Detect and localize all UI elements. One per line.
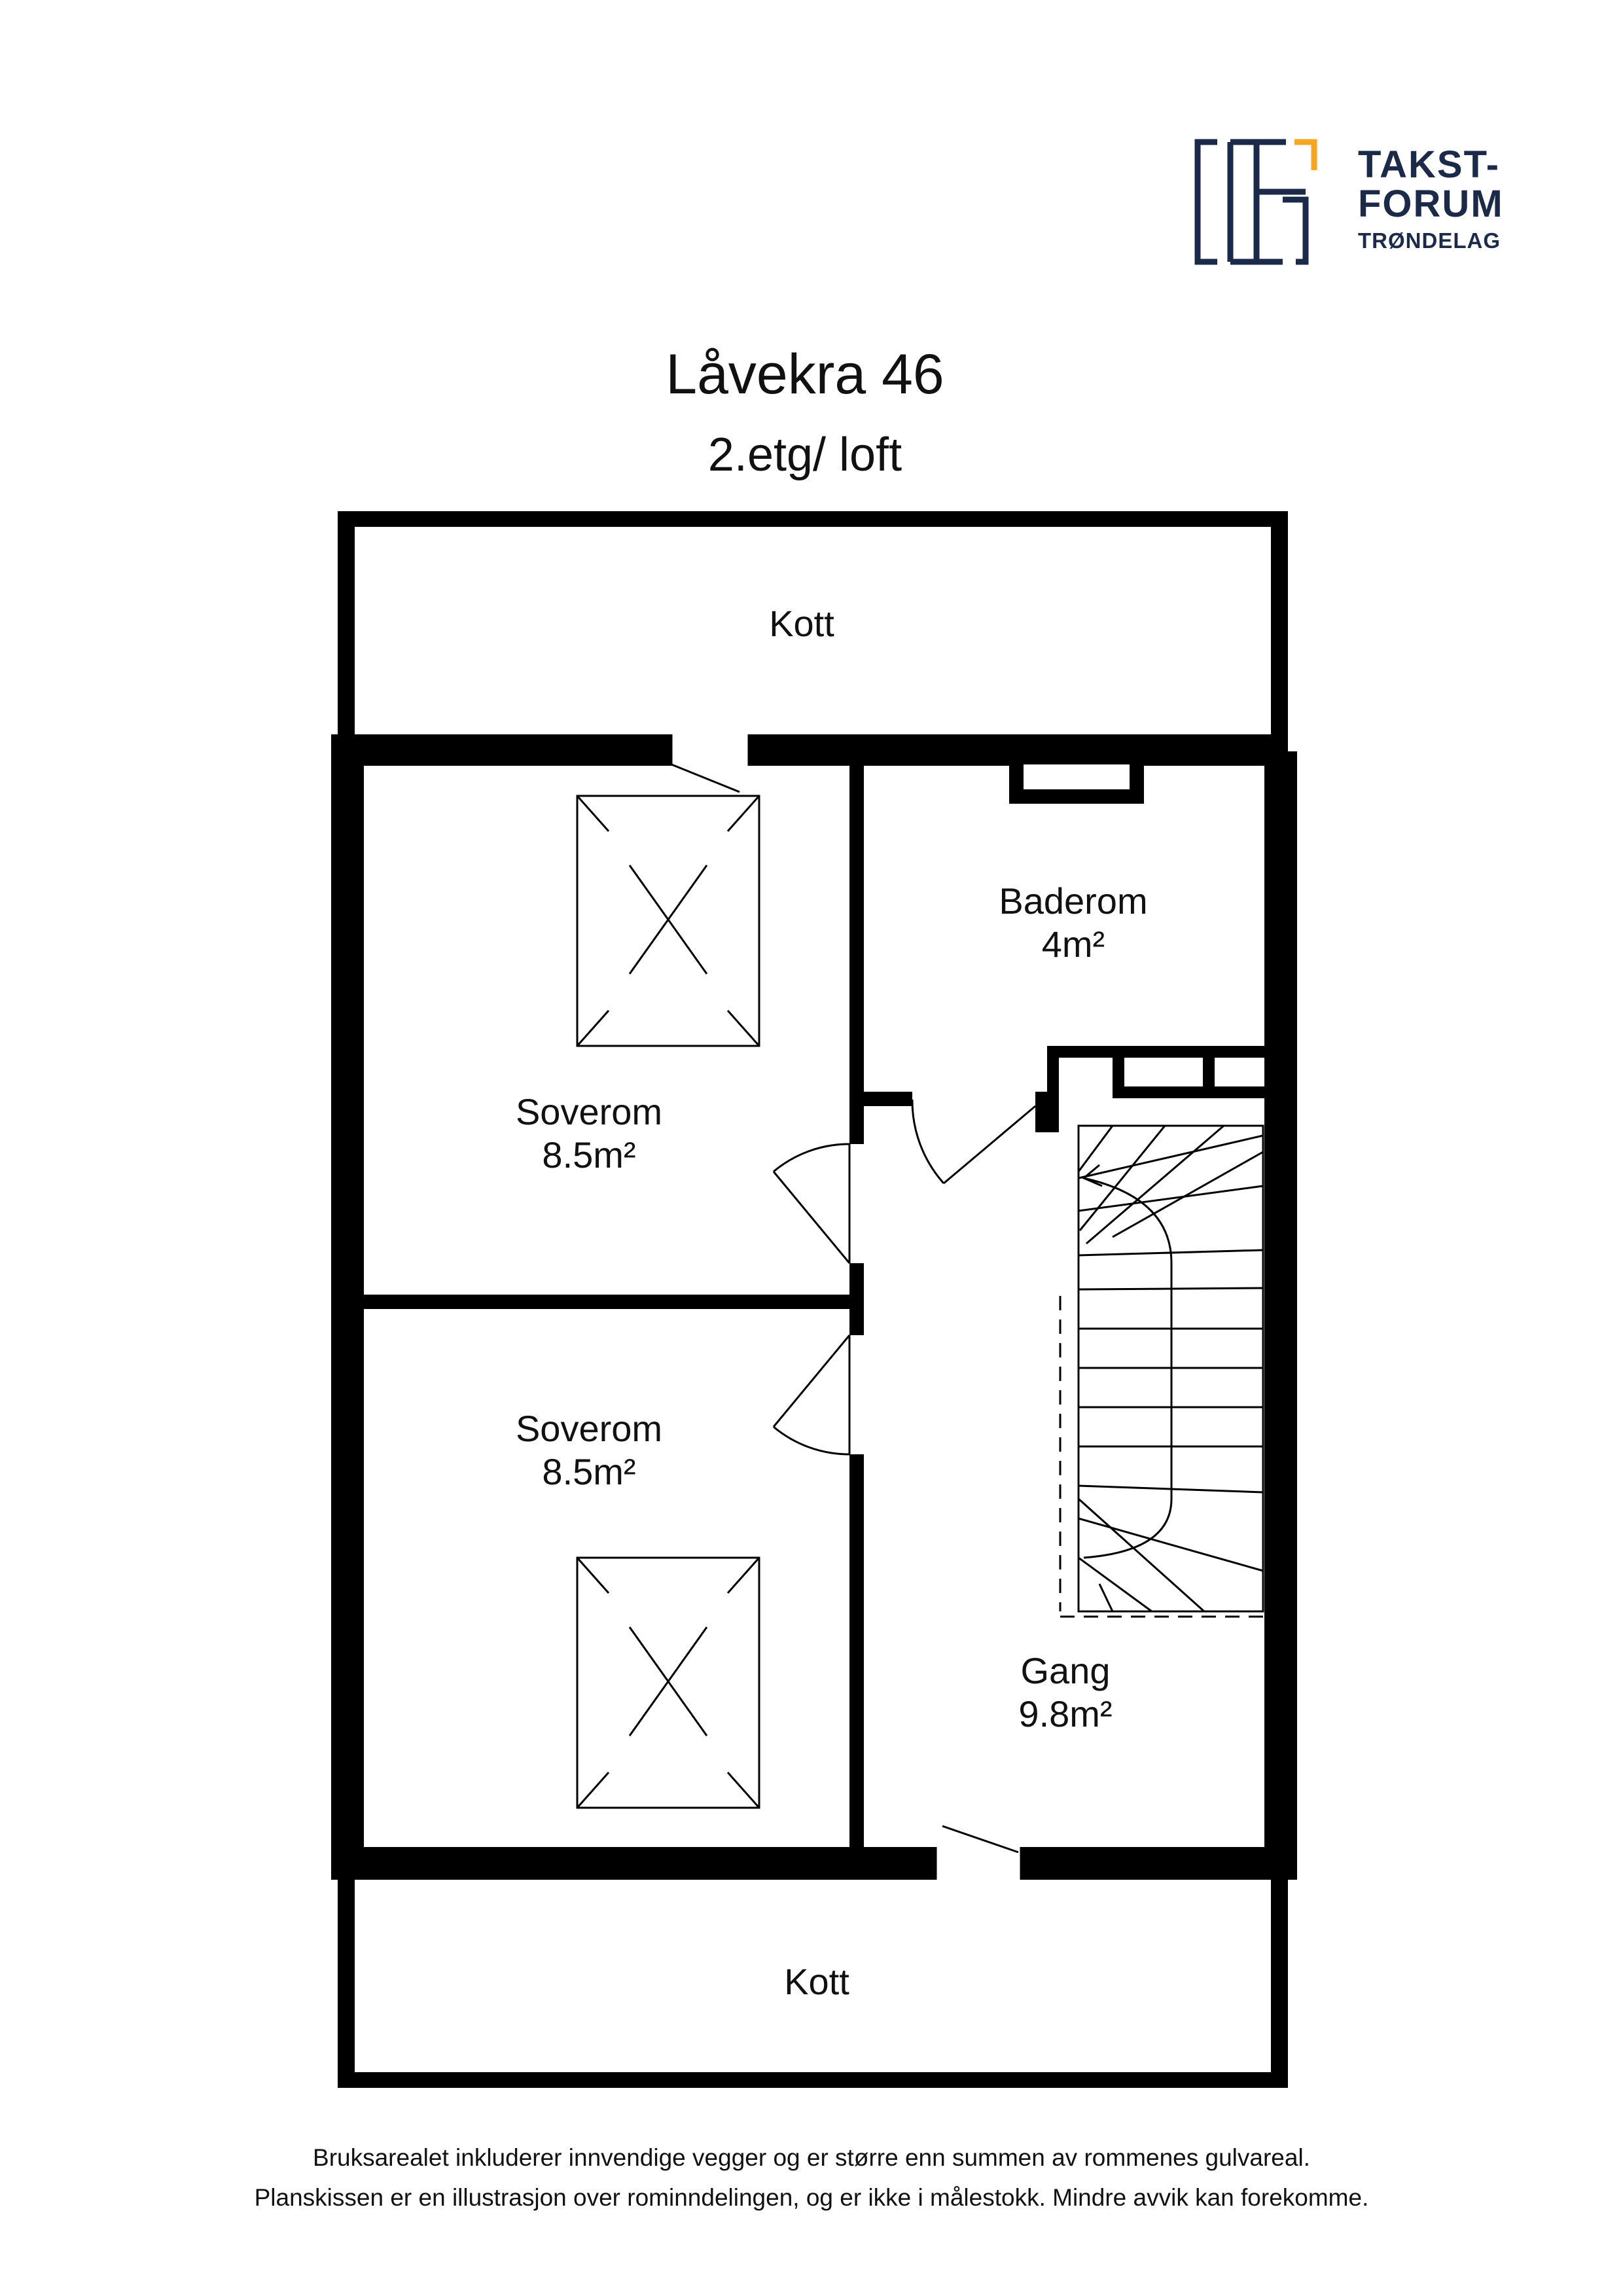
lower-main-wall <box>331 1847 1297 1880</box>
logo-mark-icon <box>1194 139 1317 265</box>
doors <box>670 734 1036 1880</box>
logo-line-1: TAKST- <box>1358 143 1501 186</box>
interior-walls <box>361 764 1264 1847</box>
room-name: Gang <box>1020 1650 1111 1691</box>
footer-note-1: Bruksarealet inkluderer innvendige vegge… <box>313 2144 1310 2171</box>
room-name: Kott <box>784 1961 849 2002</box>
room-name: Kott <box>769 603 834 644</box>
logo-line-2: FORUM <box>1358 183 1504 225</box>
stair-opening-dashed <box>1059 1296 1263 1618</box>
kott-top-walls <box>338 511 1288 747</box>
room-soverom-2: Soverom 8.5m² <box>425 1407 753 1494</box>
room-area: 8.5m² <box>542 1451 636 1492</box>
staircase <box>1077 1124 1264 1613</box>
page-title: Låvekra 46 <box>666 343 944 406</box>
bath-ventilation <box>1009 764 1264 1101</box>
room-name: Baderom <box>999 880 1148 922</box>
footer-note-2: Planskissen er en illustrasjon over romi… <box>254 2184 1369 2211</box>
skylight-upper <box>576 795 760 1047</box>
room-area: 8.5m² <box>542 1134 636 1175</box>
logo-line-3: TRØNDELAG <box>1358 228 1501 253</box>
outer-side-walls <box>331 751 1297 1864</box>
kott-bottom-walls <box>338 1864 1288 2088</box>
skylight-lower <box>576 1556 760 1809</box>
room-soverom-1: Soverom 8.5m² <box>425 1090 753 1177</box>
logo-text: TAKST- FORUM TRØNDELAG <box>1358 143 1504 253</box>
room-area: 4m² <box>1041 924 1105 965</box>
room-gang: Gang 9.8m² <box>902 1649 1229 1736</box>
room-name: Soverom <box>515 1408 663 1449</box>
room-baderom: Baderom 4m² <box>910 880 1237 966</box>
room-kott-bottom: Kott <box>653 1960 980 2003</box>
takstforum-logo: TAKST- FORUM TRØNDELAG <box>1191 134 1531 275</box>
room-name: Soverom <box>515 1091 663 1132</box>
room-area: 9.8m² <box>1018 1693 1113 1734</box>
room-kott-top: Kott <box>638 602 965 645</box>
upper-main-wall <box>331 734 1288 766</box>
floor-subtitle: 2.etg/ loft <box>707 429 902 481</box>
